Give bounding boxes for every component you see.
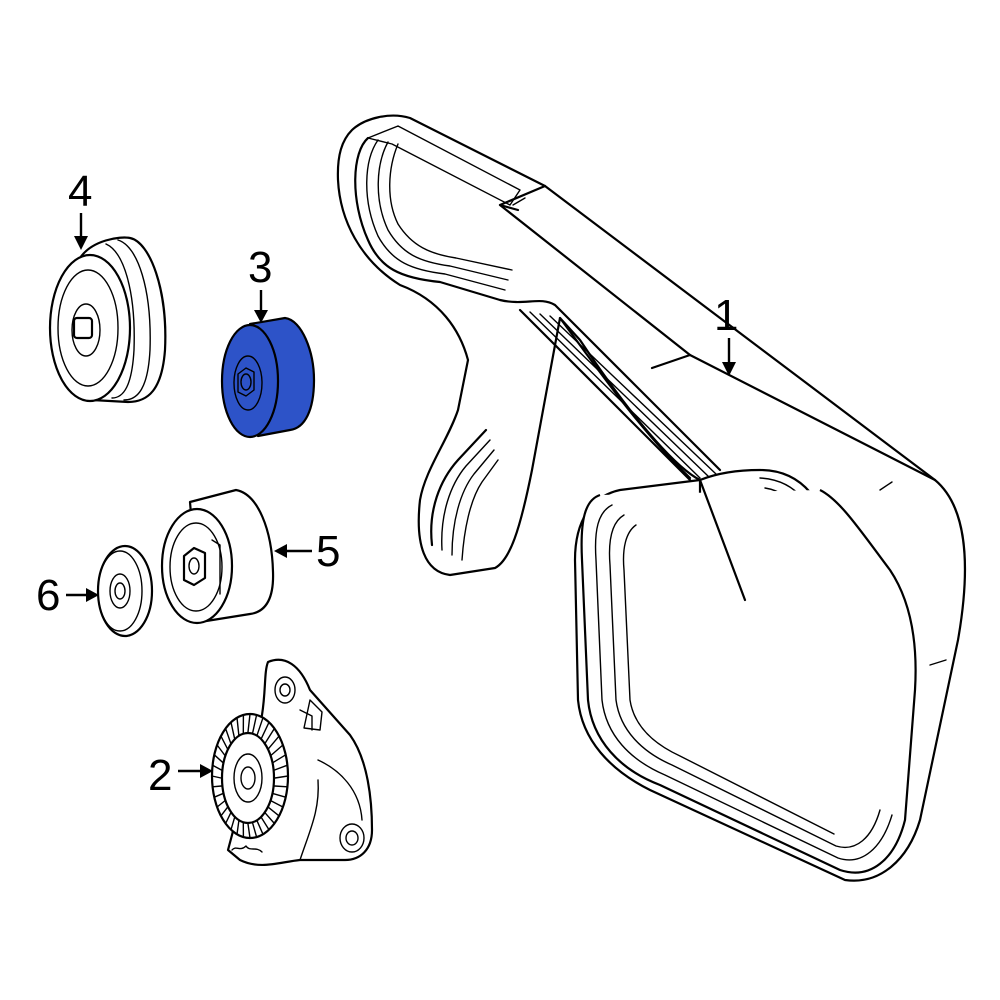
callout-label-5: 5 (316, 527, 340, 576)
callout-arrow-5 (274, 544, 312, 558)
pulley-rib (220, 806, 229, 817)
pulley-rib (272, 793, 287, 798)
tensioner-2[interactable] (210, 658, 374, 866)
pulley-rib (256, 717, 264, 736)
pulley-rib (213, 754, 224, 763)
pulley-4[interactable] (48, 236, 167, 404)
idler-pulley-5[interactable] (160, 488, 275, 625)
pulley-rib (264, 727, 276, 744)
callout-label-4: 4 (68, 167, 92, 216)
pulley-rib (260, 721, 270, 739)
pulley-rib (270, 744, 284, 756)
callout-arrow-1 (722, 338, 736, 376)
pulley-rib (264, 812, 276, 825)
callout-arrow-4 (74, 213, 88, 250)
pulley-rib (216, 744, 226, 756)
pulley-rib (247, 823, 251, 839)
callout-label-3: 3 (248, 243, 272, 292)
idler-pulley-3[interactable] (220, 316, 316, 439)
pulley-rib (272, 754, 287, 763)
callout-label-1: 1 (714, 291, 738, 340)
pulley-rib (273, 785, 289, 788)
pulley-rib (273, 764, 289, 771)
serpentine-belt[interactable] (336, 114, 966, 882)
pulley-rib (236, 820, 240, 835)
pulley-rib (224, 812, 232, 825)
callout-label-2: 2 (148, 751, 172, 800)
pulley-rib (274, 775, 289, 779)
pulley-rib (230, 721, 236, 739)
callout-arrow-6 (66, 588, 99, 602)
pulley-rib (260, 817, 270, 831)
pulley-rib (216, 800, 226, 808)
cover-6[interactable] (96, 544, 154, 638)
pulley-rib (211, 764, 223, 771)
pulley-rib (211, 775, 222, 779)
pulley-rib (230, 817, 236, 831)
pulley-rib (268, 806, 280, 817)
pulley-rib (270, 800, 284, 808)
pulley-rib (236, 717, 240, 736)
pulley-rib (220, 735, 229, 750)
pulley-rib (251, 822, 258, 838)
pulley-rib (251, 714, 258, 734)
callout-label-6: 6 (36, 571, 60, 620)
pulley-rib (256, 820, 264, 835)
callout-arrow-2 (178, 764, 213, 778)
pulley-rib (268, 735, 280, 750)
callout-arrow-3 (254, 290, 268, 323)
pulley-rib (211, 785, 223, 788)
pulley-rib (213, 793, 224, 798)
pulley-rib (247, 713, 251, 733)
pulley-rib (224, 727, 232, 744)
